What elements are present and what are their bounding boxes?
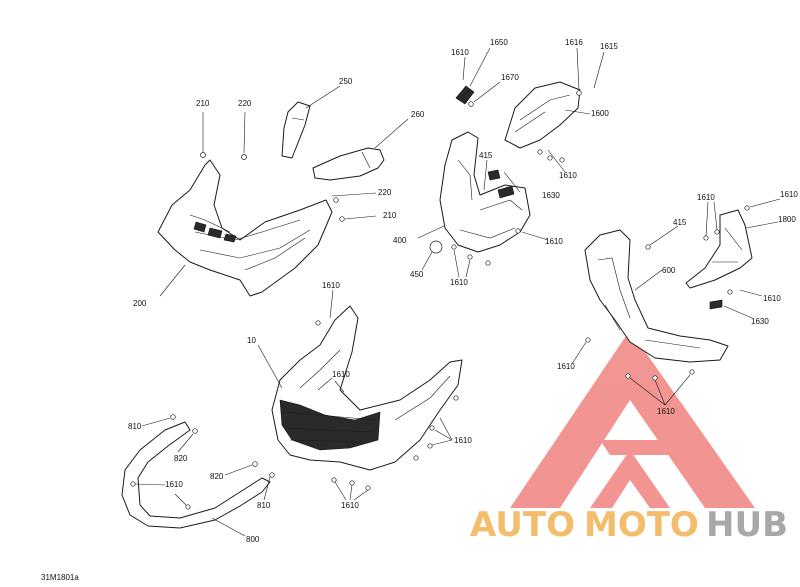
part-800-bumper <box>121 421 271 529</box>
part-400-inner-panel <box>439 131 531 253</box>
part-260-duct <box>312 147 385 181</box>
callout-1610-inner: 1610 <box>545 237 563 246</box>
watermark-triangle <box>510 330 755 508</box>
callout-1630-lower: 1630 <box>751 317 769 326</box>
callout-1610-strip: 1610 <box>697 193 715 202</box>
callout-1616: 1616 <box>565 38 583 47</box>
callout-200: 200 <box>133 299 147 308</box>
callout-210: 210 <box>196 99 210 108</box>
callout-1800: 1800 <box>778 215 796 224</box>
callout-1610-fairing-mid: 1610 <box>332 370 350 379</box>
callout-1610-inner-low: 1610 <box>450 278 468 287</box>
callout-1610-bumper: 1610 <box>165 480 183 489</box>
watermark-triangle-inner <box>600 440 700 455</box>
callout-1610-panel: 1610 <box>559 171 577 180</box>
watermark-wordmark: AUTO MOTO HUB <box>470 505 788 545</box>
part-10-front-fairing <box>271 305 463 471</box>
callout-1610-strip-low: 1610 <box>763 294 781 303</box>
callout-10: 10 <box>247 336 256 345</box>
callout-1615: 1615 <box>600 42 618 51</box>
callout-1600: 1600 <box>591 109 609 118</box>
part-200-upper-fairing <box>157 159 333 297</box>
callout-1630-upper: 1630 <box>542 191 560 200</box>
callout-1610-fairing-right: 1610 <box>454 436 472 445</box>
watermark-logo <box>510 330 755 508</box>
callout-1670: 1670 <box>501 73 519 82</box>
figure-code: 31M1801a <box>41 573 79 582</box>
part-450-grommet <box>429 240 443 254</box>
callout-220-side: 220 <box>378 188 392 197</box>
watermark-word-moto: MOTO <box>584 505 699 545</box>
part-1600-panel <box>504 81 581 149</box>
watermark-word-auto: AUTO <box>470 505 575 545</box>
callout-450: 450 <box>410 270 424 279</box>
callout-250: 250 <box>339 77 353 86</box>
callout-1650: 1650 <box>490 38 508 47</box>
callout-820-left: 820 <box>174 454 188 463</box>
callout-1610-frame-low: 1610 <box>657 407 675 416</box>
callout-600: 600 <box>662 266 676 275</box>
callout-210-side: 210 <box>383 211 397 220</box>
watermark-word-hub: HUB <box>706 505 788 545</box>
callout-labels: 200 210 220 250 260 220 210 1610 1650 16… <box>128 38 798 544</box>
callout-400: 400 <box>393 236 407 245</box>
callout-220: 220 <box>238 99 252 108</box>
part-600-lower-frame <box>584 229 729 363</box>
callout-820-right: 820 <box>210 472 224 481</box>
callout-415-upper: 415 <box>479 151 493 160</box>
callout-1610-edge: 1610 <box>780 190 798 199</box>
callout-1610-fairing-bottom: 1610 <box>341 501 359 510</box>
part-250-vent <box>281 101 311 159</box>
part-1800-side-strip <box>685 209 753 289</box>
callout-415-lower: 415 <box>673 218 687 227</box>
part-1650-clip <box>455 85 475 105</box>
callout-810-right: 810 <box>257 501 271 510</box>
callout-1610-fairing-top: 1610 <box>322 281 340 290</box>
callout-260: 260 <box>411 110 425 119</box>
callout-1610-top: 1610 <box>451 48 469 57</box>
callout-810-left: 810 <box>128 422 142 431</box>
callout-800: 800 <box>246 535 260 544</box>
callout-1610-frame: 1610 <box>557 362 575 371</box>
